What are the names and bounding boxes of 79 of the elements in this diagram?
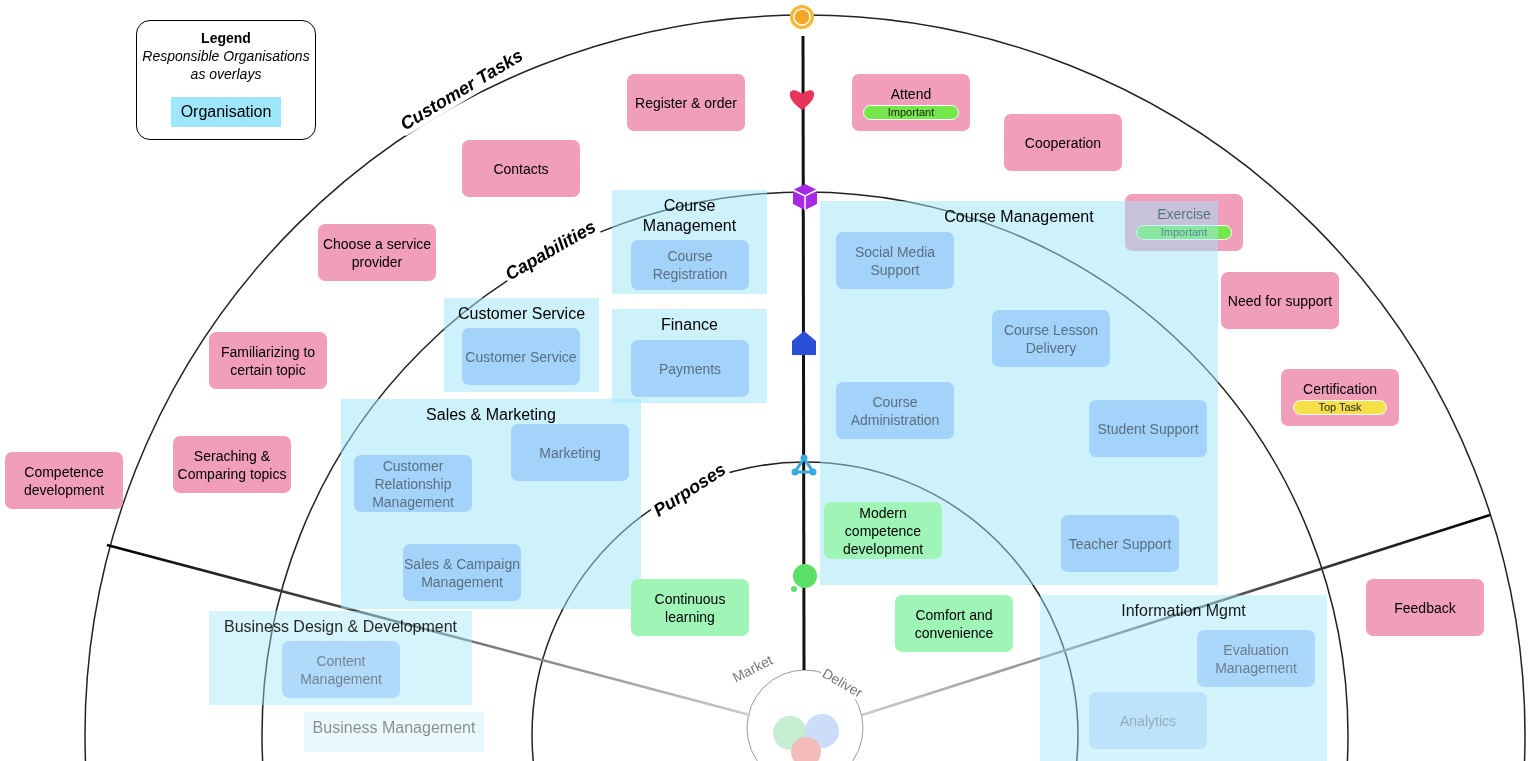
card-label: Customer Relationship Management [371, 456, 455, 511]
legend-box [136, 20, 316, 140]
capability-card [836, 232, 954, 289]
capability-card [403, 544, 521, 601]
task-card [1281, 369, 1399, 426]
overlay-title: Finance [660, 315, 719, 335]
card-label: Student Support [1097, 419, 1199, 438]
overlay-title: Course Management [641, 196, 738, 236]
task-card [852, 74, 970, 131]
capability-card [282, 641, 400, 698]
card-label: Seraching & Comparing topics [176, 446, 288, 483]
card-label: Analytics [1120, 711, 1176, 730]
task-card [1366, 579, 1484, 636]
card-label: Exercise [1157, 205, 1211, 223]
card-label: Sales & Campaign Management [403, 554, 521, 591]
capability-card [462, 328, 580, 385]
card-label: Continuous learning [653, 589, 727, 626]
capability-card [511, 424, 629, 481]
capability-card [354, 455, 472, 512]
organisation-overlay [444, 298, 599, 392]
capability-card [631, 340, 749, 397]
purpose-card [631, 579, 749, 636]
card-label: Cooperation [1024, 133, 1102, 152]
capability-card [1089, 400, 1207, 457]
card-label: Course Administration [849, 392, 941, 429]
organisation-overlay [209, 611, 472, 705]
overlay-title: Business Design & Development [223, 617, 458, 637]
organisation-overlay [612, 190, 767, 294]
organisation-overlay [820, 201, 1218, 585]
task-card [1004, 114, 1122, 171]
capability-card [1061, 515, 1179, 572]
card-label: Register & order [635, 93, 737, 112]
task-card [173, 436, 291, 493]
priority-badge: Important [1135, 225, 1233, 240]
legend-subtitle: Responsible Organisations as overlays [141, 47, 311, 83]
priority-badge: Top Task [1293, 400, 1387, 415]
card-label: Feedback [1394, 598, 1456, 617]
task-card [209, 332, 327, 389]
card-label: Course Lesson Delivery [1002, 320, 1100, 357]
card-label: Marketing [539, 443, 601, 462]
legend-swatch: Organisation [170, 97, 282, 127]
card-label: Content Management [299, 651, 383, 688]
overlay-title: Information Mgmt [1120, 601, 1247, 621]
card-label: Social Media Support [853, 242, 937, 279]
card-label: Customer Service [465, 347, 577, 366]
task-card [462, 140, 580, 197]
card-label: Course Registration [651, 247, 729, 283]
priority-badge: Important [862, 105, 960, 120]
card-label: Certification [1303, 380, 1377, 398]
overlay-title: Customer Service [456, 304, 587, 324]
card-label: Teacher Support [1068, 534, 1172, 553]
organisation-overlay [341, 399, 641, 609]
task-card [1221, 272, 1339, 329]
card-label: Choose a service provider [321, 234, 433, 271]
organisation-overlay [612, 309, 767, 403]
overlay-title: Course Management [943, 207, 1095, 227]
purpose-card [895, 595, 1013, 652]
card-label: Attend [890, 85, 932, 103]
card-label: Need for support [1227, 291, 1333, 310]
purpose-card [824, 502, 942, 559]
card-label: Contacts [493, 159, 549, 178]
organisation-overlay [1040, 595, 1327, 761]
card-label: Competence development [22, 462, 106, 499]
legend-heading: Legend [201, 29, 251, 47]
overlay-title: Business Management [311, 718, 477, 738]
capability-card [1197, 630, 1315, 687]
card-label: Modern competence development [841, 503, 925, 558]
overlay-title: Sales & Marketing [425, 405, 557, 425]
card-label: Comfort and convenience [913, 605, 995, 642]
task-card [5, 452, 123, 509]
capability-card [631, 240, 749, 290]
capability-card [992, 310, 1110, 367]
card-label: Familiarizing to certain topic [219, 342, 317, 379]
task-card [627, 74, 745, 131]
card-label: Evaluation Management [1214, 640, 1298, 677]
task-card [1125, 194, 1243, 251]
card-label: Payments [658, 359, 722, 378]
capability-card [836, 382, 954, 439]
task-card [318, 224, 436, 281]
